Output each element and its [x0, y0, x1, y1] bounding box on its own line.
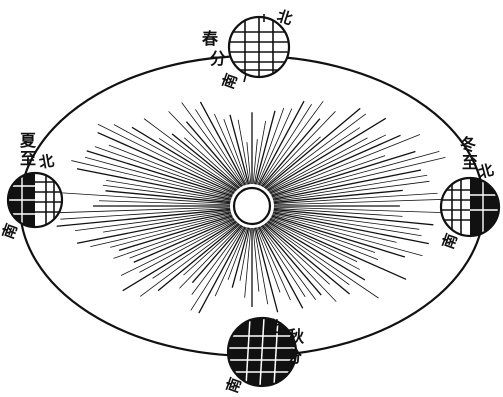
autumn-season-char-1: 秋	[288, 327, 305, 346]
sun-ray	[184, 138, 240, 188]
sun-ray	[264, 137, 321, 188]
sun-ray	[98, 133, 235, 194]
sun-ray	[265, 224, 350, 294]
sun-ray	[159, 138, 237, 189]
sun-ray	[268, 118, 386, 190]
autumn-north-label: 北	[265, 316, 283, 336]
summer-season-char-1: 夏	[19, 131, 37, 150]
sun-ray	[121, 220, 235, 276]
winter-season-char-2: 至	[462, 153, 478, 172]
sun-ray	[109, 145, 234, 194]
sun-ray	[272, 151, 416, 196]
winter-season-char-1: 冬	[460, 135, 476, 154]
winter-north-label: 北	[476, 161, 495, 182]
earth-winter-solstice	[440, 178, 500, 236]
spring-south-label: 南	[219, 71, 241, 91]
sun-ray	[215, 227, 246, 296]
summer-north-label: 北	[38, 152, 56, 172]
summer-season-char-2: 至	[20, 149, 36, 168]
sun-ray	[274, 211, 420, 230]
spring-season-char-2: 分	[210, 49, 226, 68]
sun-ray	[119, 216, 232, 250]
spring-season-char-1: 春	[201, 29, 219, 48]
summer-south-label: 南	[0, 221, 21, 241]
earth-summer-solstice	[8, 172, 64, 228]
autumn-season-char-2: 分	[286, 347, 302, 366]
sun-ray	[214, 114, 246, 185]
sun	[234, 188, 270, 224]
sun-ray	[266, 114, 366, 189]
sun-ray	[258, 227, 291, 300]
